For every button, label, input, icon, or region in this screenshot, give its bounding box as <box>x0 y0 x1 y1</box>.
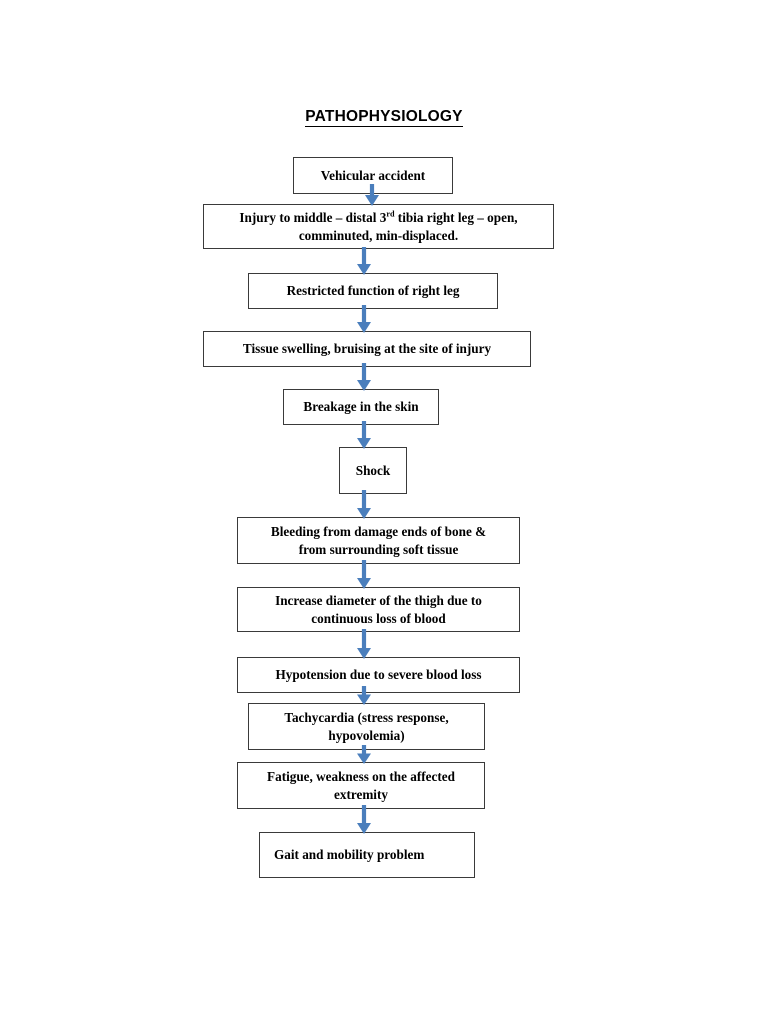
flowchart-node-label: Injury to middle – distal 3rd tibia righ… <box>239 209 518 243</box>
flow-arrow-down-icon <box>355 247 373 275</box>
flowchart-node-label: Restricted function of right leg <box>286 283 460 299</box>
flowchart-node-breakage-in-skin: Breakage in the skin <box>283 389 439 425</box>
flowchart-node-shock: Shock <box>339 447 407 494</box>
flow-arrow-down-icon <box>355 363 373 391</box>
flow-arrow-down-icon <box>355 629 373 659</box>
flowchart-node-label: Gait and mobility problem <box>274 847 425 863</box>
flowchart-node-label: Shock <box>355 462 391 478</box>
flowchart-node-gait-and-mobility-problem: Gait and mobility problem <box>259 832 475 878</box>
page-title: PATHOPHYSIOLOGY <box>0 108 768 127</box>
flowchart-node-label: Breakage in the skin <box>303 399 419 415</box>
flow-arrow-down-icon <box>355 305 373 333</box>
flow-arrow-down-icon <box>363 184 381 206</box>
flowchart-node-restricted-function: Restricted function of right leg <box>248 273 498 309</box>
flow-arrow-down-icon <box>355 805 373 834</box>
flow-arrow-down-icon <box>355 745 373 764</box>
flowchart-node-tachycardia: Tachycardia (stress response,hypovolemia… <box>248 703 485 750</box>
flowchart-node-label: Vehicular accident <box>320 167 426 183</box>
flowchart-node-label: Hypotension due to severe blood loss <box>275 667 482 683</box>
flow-arrow-down-icon <box>355 421 373 449</box>
flowchart-node-bleeding-from-bone-ends: Bleeding from damage ends of bone &from … <box>237 517 520 564</box>
flow-arrow-down-icon <box>355 490 373 519</box>
flowchart-node-label: Bleeding from damage ends of bone &from … <box>270 523 487 557</box>
flow-arrow-down-icon <box>355 560 373 589</box>
flowchart-node-tissue-swelling: Tissue swelling, bruising at the site of… <box>203 331 531 367</box>
flow-arrow-down-icon <box>355 686 373 705</box>
flowchart-node-injury-description: Injury to middle – distal 3rd tibia righ… <box>203 204 554 249</box>
flowchart-node-label: Tachycardia (stress response,hypovolemia… <box>284 709 449 743</box>
flowchart-node-hypotension: Hypotension due to severe blood loss <box>237 657 520 693</box>
flowchart-node-label: Tissue swelling, bruising at the site of… <box>242 341 492 357</box>
page-title-text: PATHOPHYSIOLOGY <box>305 108 463 127</box>
